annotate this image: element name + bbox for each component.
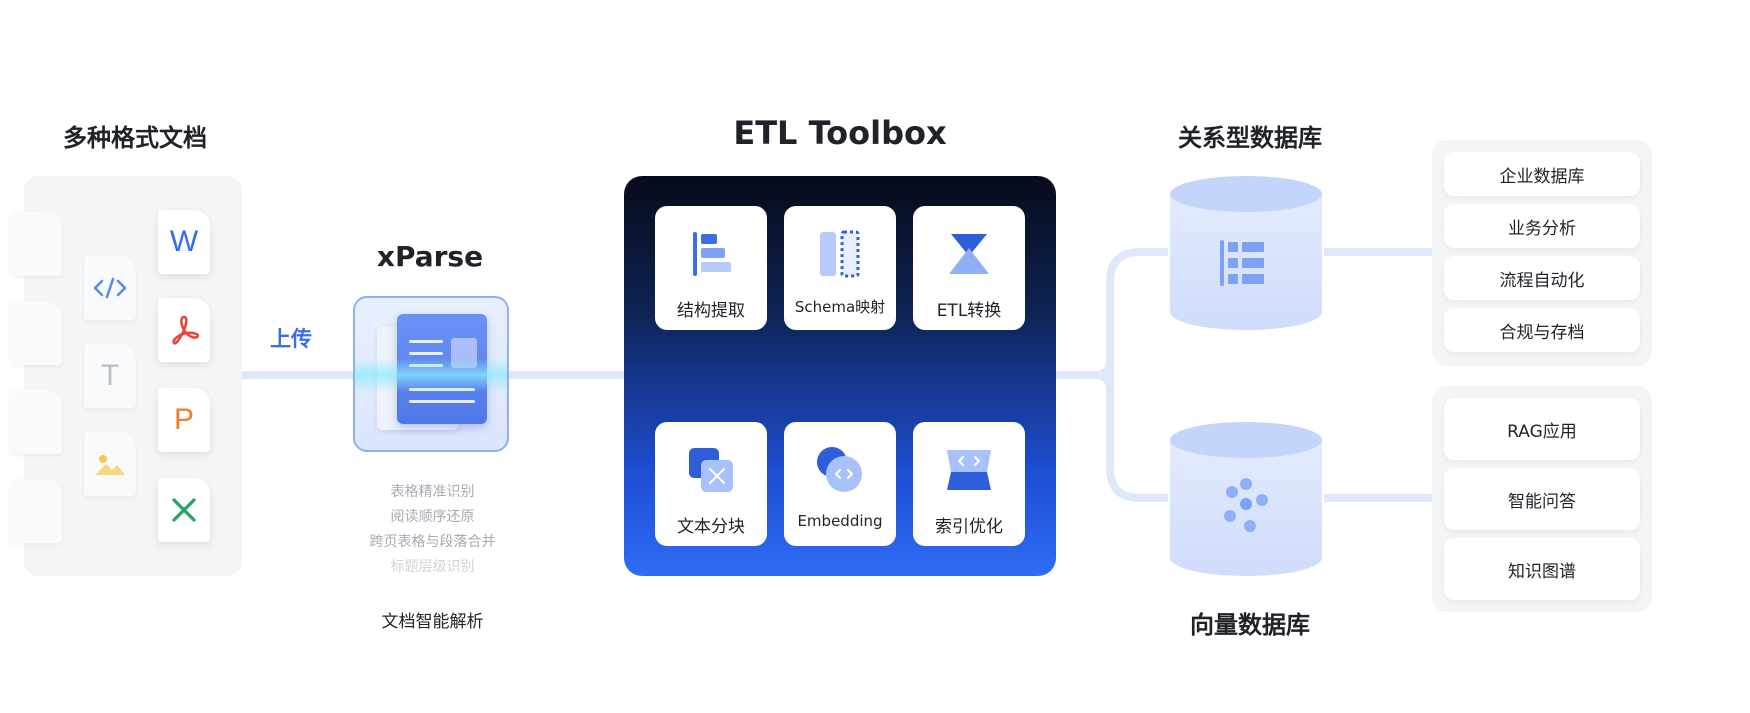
tool-label: Schema映射 (794, 298, 886, 316)
code-file-icon (84, 256, 136, 320)
tool-label: 结构提取 (677, 301, 745, 321)
vector-apps-panel: RAG应用 智能问答 知识图谱 (1432, 386, 1652, 612)
sources-panel: T W P (10, 176, 242, 576)
excel-file-icon (158, 478, 210, 542)
app-item: 智能问答 (1444, 468, 1640, 530)
structure-extract-icon (693, 232, 731, 276)
ppt-file-icon: P (158, 388, 210, 452)
upload-label: 上传 (270, 327, 312, 351)
app-item: 知识图谱 (1444, 538, 1640, 600)
app-item: 流程自动化 (1444, 256, 1640, 300)
sources-title: 多种格式文档 (63, 124, 207, 152)
tool-embedding: Embedding (784, 422, 896, 546)
tool-label: Embedding (797, 512, 883, 530)
relational-apps-panel: 企业数据库 业务分析 流程自动化 合规与存档 (1432, 140, 1652, 366)
etl-transform-icon (949, 234, 989, 274)
tool-index-optimize: 索引优化 (913, 422, 1025, 546)
feature-item: 标题层级识别 (390, 559, 475, 575)
app-item: 企业数据库 (1444, 152, 1640, 196)
tool-label: ETL转换 (936, 301, 1002, 321)
schema-mapping-icon (820, 230, 860, 278)
text-file-icon: T (84, 344, 136, 408)
feature-item: 表格精准识别 (390, 484, 475, 500)
app-item: 业务分析 (1444, 204, 1640, 248)
tool-label: 索引优化 (935, 517, 1003, 537)
app-item: 合规与存档 (1444, 308, 1640, 352)
blank-file-icon (10, 390, 62, 454)
embedding-icon (817, 447, 862, 492)
tool-etl-transform: ETL转换 (913, 206, 1025, 330)
feature-item: 跨页表格与段落合并 (369, 534, 496, 550)
xparse-title: xParse (376, 240, 484, 273)
blank-file-icon (10, 212, 62, 276)
index-optimize-icon (947, 450, 991, 490)
feature-item: 阅读顺序还原 (390, 509, 475, 525)
xparse-feature-list: 表格精准识别 阅读顺序还原 跨页表格与段落合并 标题层级识别 (340, 480, 525, 580)
tool-text-chunk: 文本分块 (655, 422, 767, 546)
vector-database-icon (1170, 422, 1322, 576)
tool-schema-mapping: Schema映射 (784, 206, 896, 330)
blank-file-icon (10, 301, 62, 365)
relational-database-icon (1170, 176, 1322, 330)
app-item: RAG应用 (1444, 398, 1640, 460)
etl-toolbox-panel: 结构提取 Schema映射 ETL转换 文本分块 Embedding (624, 176, 1056, 576)
relational-db-title: 关系型数据库 (1178, 124, 1322, 152)
vector-db-title: 向量数据库 (1190, 611, 1310, 639)
text-chunk-icon (689, 448, 733, 492)
tool-label: 文本分块 (677, 517, 745, 537)
xparse-document-icon (353, 296, 509, 452)
tool-structure-extract: 结构提取 (655, 206, 767, 330)
xparse-caption: 文档智能解析 (381, 612, 484, 632)
etl-title: ETL Toolbox (733, 114, 947, 152)
blank-file-icon (10, 479, 62, 543)
word-file-icon: W (158, 210, 210, 274)
pdf-file-icon (158, 298, 210, 362)
image-file-icon (84, 432, 136, 496)
